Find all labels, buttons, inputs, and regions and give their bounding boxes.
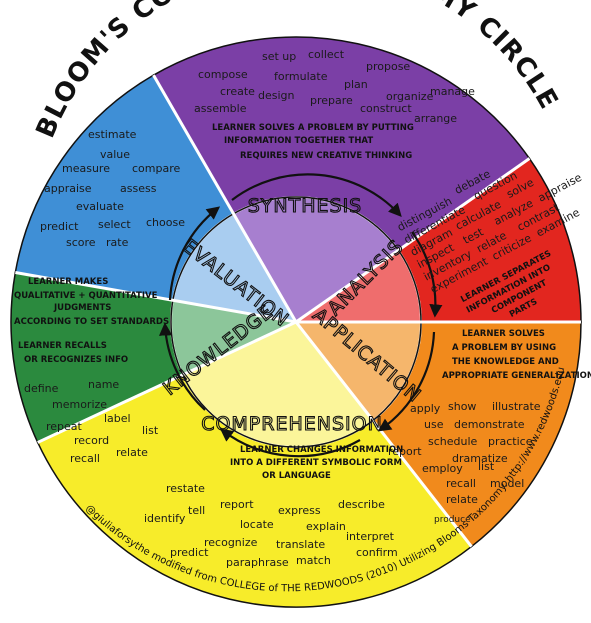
inner-ring [170,196,423,448]
verb: define [24,382,59,395]
verb: list [478,460,495,473]
verb: recognize [204,536,258,549]
verb: predict [170,546,209,559]
verb: rate [106,236,129,249]
verb: recall [70,452,100,465]
desc: LEARNER SOLVES [462,329,545,339]
desc: A PROBLEM BY USING [452,343,556,353]
level-comprehension: COMPREHENSION [201,413,383,435]
desc: APPROPRIATE GENERALIZATIONS [442,371,591,381]
verb: name [88,378,119,391]
verb: set up [262,50,296,63]
verb: report [388,445,422,458]
verb: produce [434,515,471,525]
verb: plan [344,78,368,91]
verb: collect [308,48,345,61]
verb: use [424,418,444,431]
knowledge-verbs: LEARNER RECALLS OR RECOGNIZES INFO defin… [18,341,159,465]
verb: appraise [44,182,92,195]
verb: label [104,412,131,425]
verb: formulate [274,70,328,83]
verb: paraphrase [226,556,289,569]
synthesis-verbs: compose set up collect propose create fo… [194,48,475,161]
verb: predict [40,220,79,233]
desc: THE KNOWLEDGE AND [452,357,559,367]
verb: report [220,498,254,511]
verb: show [448,400,476,413]
verb: organize [386,90,434,103]
verb: confirm [356,546,398,559]
desc: OR LANGUAGE [262,471,331,481]
verb: prepare [310,94,353,107]
wedge-separator [294,321,473,548]
desc: LEARNER CHANGES INFORMATION [240,445,403,455]
verb: design [258,89,295,102]
wedge-separator [295,157,531,324]
verb: explain [306,520,346,533]
verb: score [66,236,96,249]
verb: choose [146,216,185,229]
verb: illustrate [492,400,541,413]
desc: LEARNER MAKES [28,277,108,287]
verb: restate [166,482,205,495]
desc: REQUIRES NEW CREATIVE THINKING [240,151,412,161]
verb: manage [430,85,475,98]
evaluation-verbs: estimate value measure compare appraise … [14,128,185,327]
wedge-separator [15,271,297,324]
wedge-separator [152,74,298,323]
verb: assess [120,182,157,195]
desc: LEARNER RECALLS [18,341,107,351]
verb: relate [116,446,148,459]
level-synthesis: SYNTHESIS [248,195,363,217]
verb: assemble [194,102,247,115]
verb: arrange [414,112,457,125]
verb: identify [144,512,186,525]
desc: INTO A DIFFERENT SYMBOLIC FORM [230,458,402,468]
wedge-separator [37,320,297,444]
verb: relate [446,493,478,506]
verb: propose [366,60,410,73]
verb: match [296,554,331,567]
verb: employ [422,462,463,475]
verb: describe [338,498,385,511]
verb: dramatize [452,452,508,465]
desc: QUALITATIVE + QUANTITATIVE [14,291,158,301]
verb: select [98,218,131,231]
verb: repeat [46,420,83,433]
verb: locate [240,518,274,531]
verb: estimate [88,128,137,141]
verb: construct [360,102,412,115]
application-verbs: LEARNER SOLVES A PROBLEM BY USING THE KN… [388,329,591,525]
verb: measure [62,162,110,175]
verb: express [278,504,321,517]
verb: evaluate [76,200,124,213]
verb: create [220,85,255,98]
verb: practice [488,435,533,448]
verb: list [142,424,159,437]
verb: value [100,148,130,161]
verb: recall [446,477,476,490]
desc: OR RECOGNIZES INFO [24,355,128,365]
verb: record [74,434,109,447]
verb: compare [132,162,180,175]
verb: interpret [346,530,395,543]
desc: JUDGMENTS [53,303,111,313]
verb: compose [198,68,248,81]
verb: apply [410,402,441,415]
desc: INFORMATION TOGETHER THAT [224,136,373,146]
verb: schedule [428,435,478,448]
verb: memorize [52,398,107,411]
comprehension-verbs: LEARNER CHANGES INFORMATION INTO A DIFFE… [144,445,403,569]
verb: translate [276,538,325,551]
cycle-arrows [158,173,443,458]
verb: tell [188,504,205,517]
verb: model [490,477,524,490]
desc: ACCORDING TO SET STANDARDS [14,317,169,327]
verb: demonstrate [454,418,525,431]
desc: LEARNER SOLVES A PROBLEM BY PUTTING [212,123,414,133]
